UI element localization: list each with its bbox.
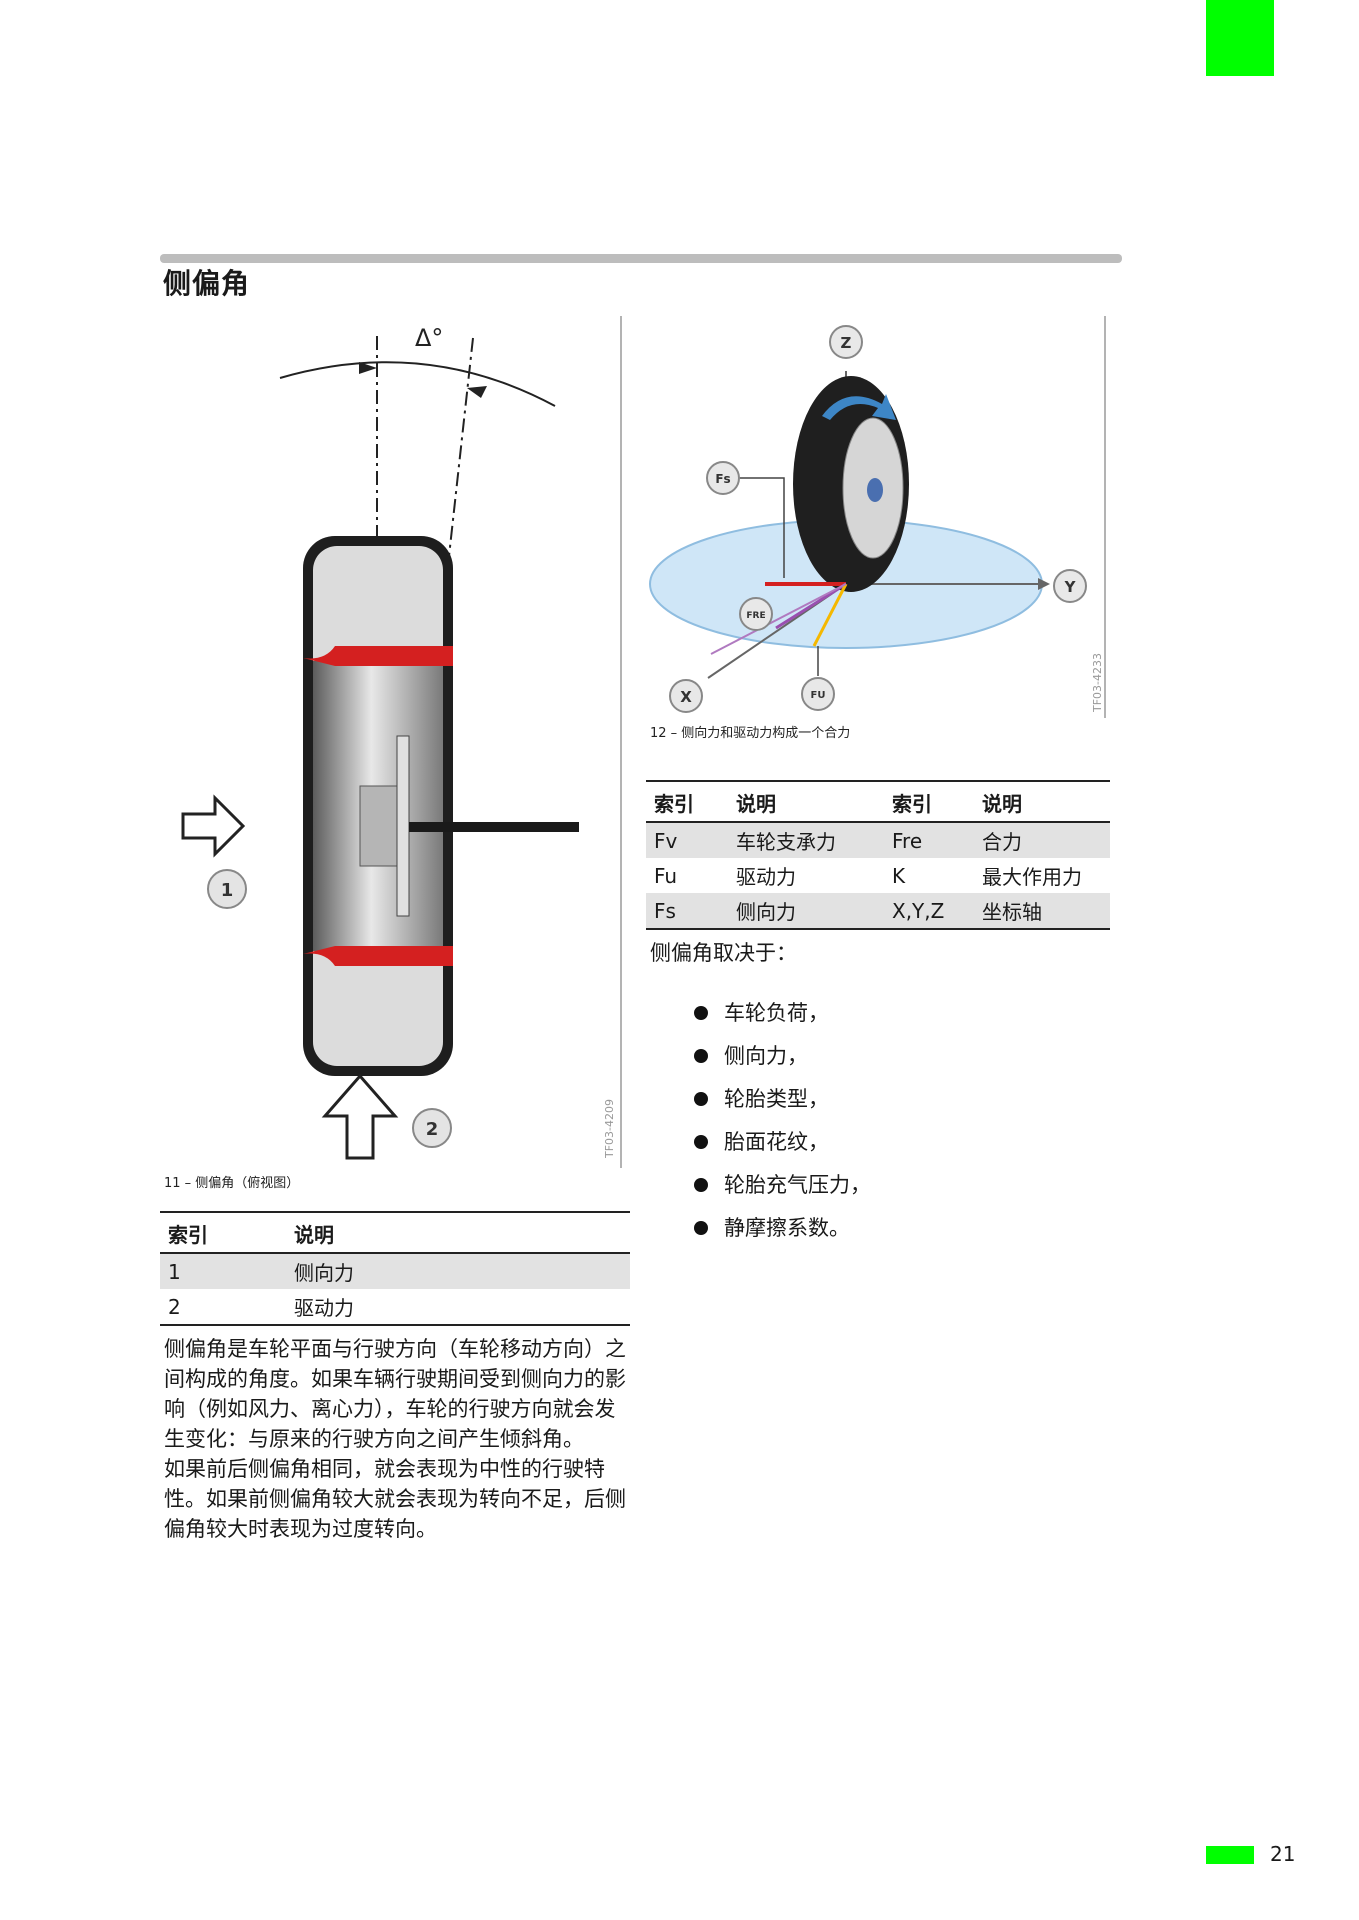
brake-disc <box>396 735 410 917</box>
fu-label-group: FU <box>801 677 835 711</box>
arrow-head-left <box>359 362 377 374</box>
fre-extension <box>710 583 847 655</box>
hub <box>359 785 401 867</box>
table12-cell: K <box>892 863 906 888</box>
bullet-dot-icon <box>694 1006 708 1020</box>
z-label-group: Z <box>829 325 863 359</box>
paragraph-2: 如果前后侧偏角相同，就会表现为中性的行驶特性。如果前侧偏角较大就会表现为转向不足… <box>164 1457 626 1541</box>
bullet-dot-icon <box>694 1221 708 1235</box>
table12-cell: Fre <box>884 822 974 858</box>
bullet-dot-icon <box>694 1178 708 1192</box>
table12-cell: 合力 <box>974 822 1110 858</box>
table12-header-index-1: 索引 <box>646 780 728 823</box>
fre-label: FRE <box>746 611 765 621</box>
table-row: 2 驱动力 <box>160 1289 630 1326</box>
table12-cell: 车轮支承力 <box>728 822 884 858</box>
drive-force-arrow <box>321 1073 399 1160</box>
axle <box>409 822 579 832</box>
table12-header-desc-1: 说明 <box>728 780 884 823</box>
x-label-group: X <box>669 679 703 713</box>
table-row: Fu 驱动力 K 最大作用力 <box>646 858 1110 893</box>
table12-cell: X,Y,Z <box>884 893 974 930</box>
z-axis-label: Z <box>841 334 852 352</box>
table11-cell: 2 <box>160 1289 286 1326</box>
table-row: Fv 车轮支承力 Fre 合力 <box>646 822 1110 858</box>
bullet-dot-icon <box>694 1092 708 1106</box>
table11-cell: 1 <box>160 1253 286 1289</box>
list-item: 静摩擦系数。 <box>694 1213 1094 1256</box>
marker-1-circle <box>207 869 247 909</box>
table11-header-row: 索引 说明 <box>160 1211 630 1254</box>
bullet-dot-icon <box>694 1049 708 1063</box>
table-row: Fs 侧向力 X,Y,Z 坐标轴 <box>646 893 1110 930</box>
table11-header-index: 索引 <box>160 1211 286 1254</box>
figure12-force-diagram: Z Y X Fs FRE FU TF03-4233 <box>646 316 1104 716</box>
bead-bottom-red <box>303 946 453 966</box>
figure11-stamp: TF03-4209 <box>603 1099 615 1159</box>
angle-label: Δ° <box>415 324 443 352</box>
depends-intro: 侧偏角取决于： <box>650 941 797 965</box>
table-row: 1 侧向力 <box>160 1253 630 1289</box>
table12: 索引 说明 索引 说明 Fv 车轮支承力 Fre 合力 Fu 驱动力 K 最大作… <box>646 780 1110 930</box>
fre-force-line <box>775 582 847 630</box>
figure12-caption: 12 – 侧向力和驱动力构成一个合力 <box>650 726 851 741</box>
table12-cell: Fu <box>654 863 678 888</box>
section-title-bar <box>160 254 1122 263</box>
table11-header-desc: 说明 <box>286 1211 630 1254</box>
table12-header-desc-2: 说明 <box>974 780 1110 823</box>
table12-header-row: 索引 说明 索引 说明 <box>646 780 1110 823</box>
figure12-stamp: TF03-4233 <box>1091 653 1104 713</box>
top-green-tab <box>1206 0 1274 76</box>
figure11-slip-angle-diagram: Δ° 1 2 TF03-4209 <box>175 316 615 1166</box>
x-axis-label: X <box>680 688 692 706</box>
marker-1-label: 1 <box>221 880 234 901</box>
figure11-caption: 11 – 侧偏角（俯视图） <box>164 1176 300 1191</box>
list-item: 胎面花纹， <box>694 1127 1094 1170</box>
table12-cell: 侧向力 <box>728 893 884 930</box>
paragraph-1: 侧偏角是车轮平面与行驶方向（车轮移动方向）之间构成的角度。如果车辆行驶期间受到侧… <box>164 1337 626 1451</box>
list-item: 轮胎类型， <box>694 1084 1094 1127</box>
table12-cell: 坐标轴 <box>974 893 1110 930</box>
table12-cell: Fs <box>646 893 728 930</box>
angle-arc <box>279 361 556 407</box>
side-force-arrow <box>181 794 246 858</box>
table12-cell: Fv <box>646 822 728 858</box>
fs-label-group: Fs <box>706 461 740 495</box>
y-axis-label: Y <box>1064 578 1077 596</box>
rotation-arrow <box>822 394 896 420</box>
table12-cell: 最大作用力 <box>982 865 1082 889</box>
depends-list: 车轮负荷， 侧向力， 轮胎类型， 胎面花纹， 轮胎充气压力， 静摩擦系数。 <box>694 998 1094 1256</box>
table11-cell: 驱动力 <box>286 1289 630 1326</box>
marker-2-circle <box>412 1108 452 1148</box>
list-item: 侧向力， <box>694 1041 1094 1084</box>
arrow-head-right <box>467 386 487 398</box>
tire-hub <box>867 478 883 502</box>
bead-top-red <box>303 646 453 666</box>
figure12-right-rule <box>1104 316 1106 718</box>
table11-cell: 侧向力 <box>286 1253 630 1289</box>
list-item: 车轮负荷， <box>694 998 1094 1041</box>
fs-leader <box>739 477 785 578</box>
y-label-group: Y <box>1053 569 1087 603</box>
fs-label: Fs <box>715 472 730 486</box>
body-text: 侧偏角是车轮平面与行驶方向（车轮移动方向）之间构成的角度。如果车辆行驶期间受到侧… <box>164 1334 630 1544</box>
fre-label-group: FRE <box>739 597 773 631</box>
bullet-dot-icon <box>694 1135 708 1149</box>
section-title: 侧偏角 <box>163 267 251 300</box>
table12-cell: 驱动力 <box>736 865 796 889</box>
fu-force-line <box>812 583 848 647</box>
list-item: 轮胎充气压力， <box>694 1170 1094 1213</box>
figure11-right-rule <box>620 316 622 1168</box>
marker-2-label: 2 <box>426 1119 439 1140</box>
fu-label: FU <box>811 690 826 701</box>
table11: 索引 说明 1 侧向力 2 驱动力 <box>160 1211 630 1326</box>
footer-green-marker <box>1206 1846 1254 1864</box>
table12-header-index-2: 索引 <box>884 780 974 823</box>
page-number: 21 <box>1270 1842 1296 1866</box>
